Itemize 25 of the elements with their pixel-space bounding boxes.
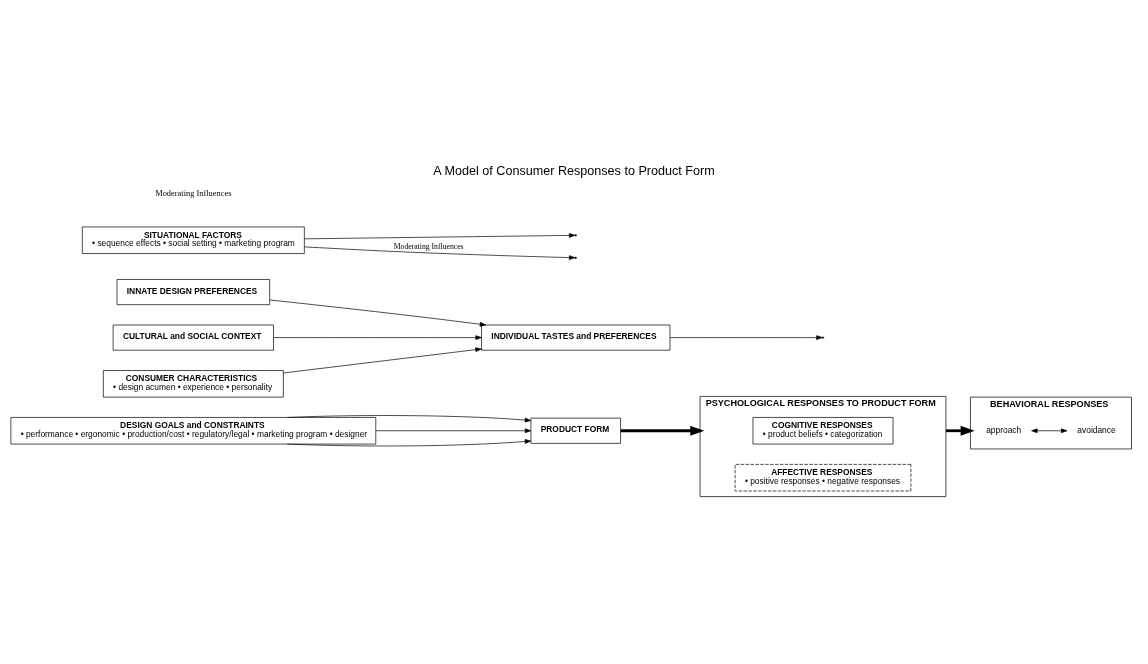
node-box: INDIVIDUAL TASTES and PREFERENCES [481,324,671,351]
arrow [283,347,482,374]
node-text: avoidance [1077,424,1116,435]
arrow [269,299,487,327]
arrow [620,425,705,436]
node-box: CULTURAL and SOCIAL CONTEXT [112,324,274,351]
node-box: CONSUMER CHARACTERISTICS • design acumen • experience • personality [103,370,284,398]
arrow [286,439,532,447]
node-box: INNATE DESIGN PREFERENCES [116,279,271,306]
arrow [1031,428,1068,434]
arrow [945,425,975,436]
node-box: SITUATIONAL FACTORS • sequence effects • social setting • marketing program [81,226,305,254]
arrow [273,335,482,340]
node-box: DESIGN GOALS and CONSTRAINTS • performance • ergonomic • production/cost • regulatory/legal • marketing program • designer [10,417,377,445]
arrow [669,335,823,340]
arrow [304,233,576,240]
edge-label: Moderating Influences [393,242,464,252]
diagram-title: A Model of Consumer Responses to Product Form [433,163,715,178]
arrow [304,246,576,260]
arrow [286,415,532,423]
node-box: COGNITIVE RESPONSES • product beliefs • categorization [752,417,894,445]
node-box: PRODUCT FORM [530,417,621,444]
node-box: AFFECTIVE RESPONSES • positive responses • negative responses [734,464,912,492]
arrow [375,428,532,434]
node-text: approach [986,424,1022,435]
